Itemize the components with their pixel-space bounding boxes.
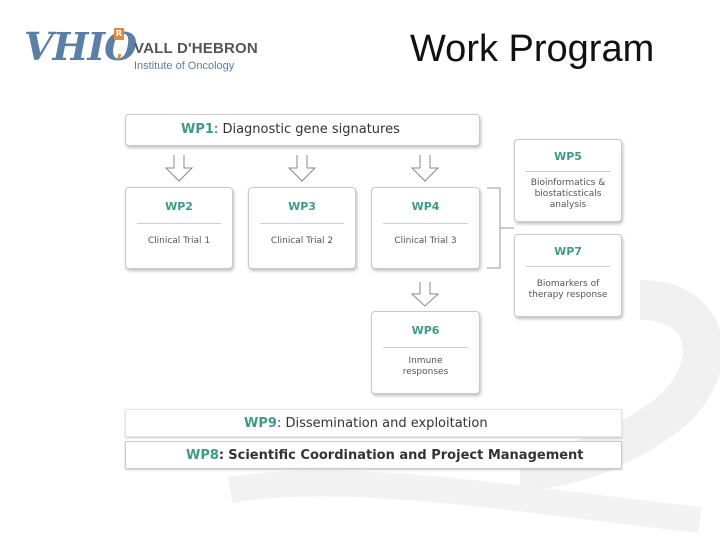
wp9-label: Dissemination and exploitation — [285, 416, 488, 431]
wp1-code: WP1 — [181, 122, 214, 137]
wp3-divider — [259, 223, 345, 224]
wp6-label-line2: responses — [402, 367, 449, 377]
arrow-wp1-wp2 — [164, 155, 194, 182]
logo-badge: R — [114, 28, 124, 40]
wp7-divider — [525, 266, 611, 267]
wp7-box: WP7 Biomarkers of therapy response — [514, 234, 622, 317]
wp6-box: WP6 Inmune responses — [371, 311, 480, 394]
wp1-label: Diagnostic gene signatures — [222, 122, 400, 137]
wp7-label-line2: therapy response — [528, 290, 608, 300]
wp5-label-line1: Bioinformatics & — [530, 178, 606, 188]
wp8-separator: : — [218, 448, 225, 463]
page-title: Work Program — [410, 28, 655, 70]
wp3-code: WP3 — [288, 200, 316, 213]
vhio-logo: VHIO R , VALL D'HEBRON Institute of Onco… — [24, 22, 274, 77]
wp5-code: WP5 — [554, 150, 582, 163]
wp5-divider — [525, 171, 611, 172]
wp4-label: Clinical Trial 3 — [394, 236, 457, 246]
wp5-label-line3: analysis — [549, 200, 587, 210]
wp8-code: WP8 — [186, 448, 219, 463]
wp5-box: WP5 Bioinformatics & biostaticsticals an… — [514, 139, 622, 222]
wp3-label: Clinical Trial 2 — [270, 236, 334, 246]
wp9-separator: : — [276, 416, 282, 431]
arrow-wp1-wp4 — [410, 155, 440, 182]
arrow-wp1-wp3 — [287, 155, 317, 182]
wp2-box: WP2 Clinical Trial 1 — [125, 187, 233, 269]
arrow-wp4-wp6 — [410, 282, 440, 307]
wp4-code: WP4 — [411, 200, 440, 213]
wp2-code: WP2 — [165, 200, 193, 213]
wp6-code: WP6 — [411, 324, 440, 337]
wp8-box: WP8: Scientific Coordination and Project… — [125, 441, 622, 469]
wp7-code: WP7 — [554, 245, 582, 258]
wp4-divider — [382, 223, 469, 224]
wp9-box: WP9: Dissemination and exploitation — [125, 409, 622, 437]
wp2-label: Clinical Trial 1 — [147, 236, 211, 246]
wp8-label: Scientific Coordination and Project Mana… — [228, 448, 584, 463]
bracket-wp4-wp5-wp7 — [487, 187, 501, 269]
logo-comma-icon: , — [116, 38, 123, 62]
logo-subtitle: Institute of Oncology — [134, 60, 235, 72]
wp6-divider — [382, 347, 469, 348]
wp4-box: WP4 Clinical Trial 3 — [371, 187, 480, 269]
wp1-separator: : — [213, 122, 219, 137]
wp3-box: WP3 Clinical Trial 2 — [248, 187, 356, 269]
wp1-box: WP1: Diagnostic gene signatures — [125, 114, 480, 146]
wp6-label-line1: Inmune — [408, 356, 443, 366]
logo-name: VALL D'HEBRON — [134, 40, 258, 57]
wp9-code: WP9 — [244, 416, 277, 431]
wp2-divider — [136, 223, 222, 224]
wp5-label-line2: biostaticsticals — [534, 189, 602, 199]
wp7-label-line1: Biomarkers of — [536, 279, 600, 289]
